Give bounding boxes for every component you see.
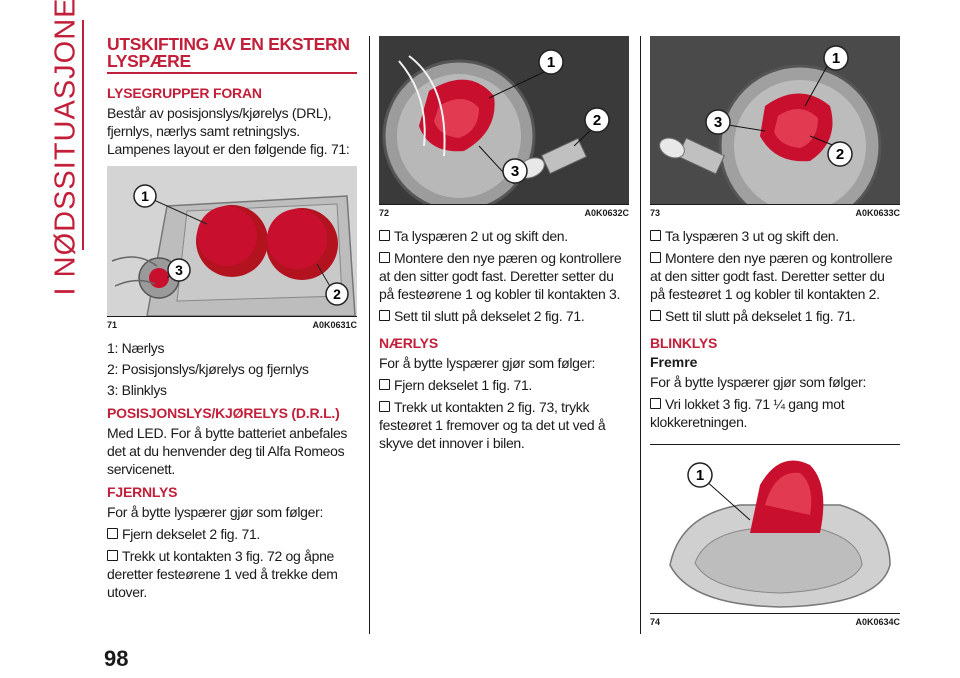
high-beam-bulb-illustration: 1 2 3 bbox=[379, 36, 629, 204]
chapter-title: I NØDSSITUASJONER bbox=[49, 0, 82, 295]
step-item: Fjern dekselet 2 fig. 71. bbox=[107, 525, 357, 543]
svg-text:3: 3 bbox=[714, 114, 722, 131]
paragraph-blinklys-intro: For å bytte lyspærer gjør som følger: bbox=[650, 374, 867, 390]
checkbox-icon bbox=[379, 401, 390, 412]
callout-1: 1 bbox=[538, 49, 564, 75]
step-item: Ta lyspæren 2 ut og skift den. bbox=[379, 227, 629, 245]
checkbox-icon bbox=[650, 252, 661, 263]
step-item: Fjern dekselet 1 fig. 71. bbox=[379, 376, 629, 394]
svg-text:1: 1 bbox=[696, 467, 704, 484]
figure-72: 1 2 3 bbox=[379, 36, 629, 204]
svg-text:3: 3 bbox=[511, 163, 519, 180]
heading-fjernlys: FJERNLYS bbox=[107, 484, 178, 500]
paragraph-naerlys-intro: For å bytte lyspærer gjør som følger: bbox=[379, 355, 596, 371]
svg-text:3: 3 bbox=[175, 262, 183, 278]
h7-bulb-icon bbox=[540, 137, 588, 175]
checkbox-icon bbox=[107, 550, 118, 561]
heading-lysegrupper: LYSEGRUPPER FORAN bbox=[107, 85, 262, 101]
checkbox-icon bbox=[379, 379, 390, 390]
step-item: Montere den nye pæren og kontrollere at … bbox=[650, 250, 893, 302]
step-item: Montere den nye pæren og kontrollere at … bbox=[379, 250, 622, 302]
figure-legend: 1: Nærlys 2: Posisjonslys/kjørelys og fj… bbox=[107, 339, 357, 399]
figure-71: 1 3 2 bbox=[107, 166, 357, 316]
column-divider bbox=[369, 36, 370, 634]
checkbox-icon bbox=[650, 310, 661, 321]
svg-text:1: 1 bbox=[141, 188, 149, 204]
svg-text:2: 2 bbox=[836, 146, 844, 163]
step-item: Sett til slutt på dekselet 2 fig. 71. bbox=[379, 307, 629, 325]
subheading-fremre: Fremre bbox=[650, 354, 698, 370]
callout-2: 2 bbox=[584, 107, 610, 133]
svg-text:2: 2 bbox=[593, 112, 601, 129]
step-item: Trekk ut kontakten 2 fig. 73, trykk fest… bbox=[379, 399, 606, 451]
low-beam-bulb-illustration: 1 2 3 bbox=[650, 36, 900, 204]
callout-1: 1 bbox=[133, 184, 157, 208]
checkbox-icon bbox=[650, 398, 661, 409]
callout-1: 1 bbox=[687, 462, 713, 488]
paragraph-fjernlys-intro: For å bytte lyspærer gjør som følger: bbox=[107, 504, 324, 520]
title-rule bbox=[107, 72, 357, 74]
checkbox-icon bbox=[379, 230, 390, 241]
figure-73: 1 2 3 bbox=[650, 36, 900, 204]
section-title: UTSKIFTING AV EN EKSTERN LYSPÆRE bbox=[107, 34, 350, 71]
callout-3: 3 bbox=[167, 258, 191, 282]
legend-item: 2: Posisjonslys/kjørelys og fjernlys bbox=[107, 361, 309, 377]
headlamp-assembly-illustration: 1 3 2 bbox=[107, 166, 357, 316]
checkbox-icon bbox=[650, 230, 661, 241]
side-rule bbox=[82, 20, 84, 250]
callout-3: 3 bbox=[705, 109, 731, 135]
heading-drl: POSISJONSLYS/KJØRELYS (D.R.L.) bbox=[107, 405, 340, 421]
legend-item: 3: Blinklys bbox=[107, 382, 167, 398]
paragraph-drl: Med LED. For å bytte batteriet anbefales… bbox=[107, 425, 348, 477]
page-number: 98 bbox=[104, 646, 129, 671]
turn-signal-bulb-illustration: 1 bbox=[650, 445, 900, 613]
checkbox-icon bbox=[379, 310, 390, 321]
svg-text:1: 1 bbox=[832, 50, 840, 67]
checkbox-icon bbox=[379, 252, 390, 263]
step-item: Vri lokket 3 fig. 71 ¼ gang mot klokkere… bbox=[650, 396, 845, 430]
step-item: Sett til slutt på dekselet 1 fig. 71. bbox=[650, 307, 900, 325]
svg-text:1: 1 bbox=[547, 54, 555, 71]
step-item: Ta lyspæren 3 ut og skift den. bbox=[650, 227, 900, 245]
column-divider bbox=[640, 36, 641, 634]
heading-naerlys: NÆRLYS bbox=[379, 335, 438, 351]
legend-item: 1: Nærlys bbox=[107, 340, 165, 356]
checkbox-icon bbox=[107, 528, 118, 539]
step-item: Trekk ut kontakten 3 fig. 72 og åpne der… bbox=[107, 548, 338, 600]
chapter-side-tab: I NØDSSITUASJONER bbox=[48, 0, 84, 295]
paragraph-lysegrupper: Består av posisjonslys/kjørelys (DRL), f… bbox=[107, 105, 350, 157]
column-1: UTSKIFTING AV EN EKSTERN LYSPÆRE LYSEGRU… bbox=[107, 34, 357, 605]
svg-text:2: 2 bbox=[333, 286, 341, 302]
callout-2: 2 bbox=[827, 141, 853, 167]
callout-3: 3 bbox=[502, 158, 528, 184]
callout-2: 2 bbox=[325, 282, 349, 306]
figure-74: 1 bbox=[650, 444, 900, 613]
heading-blinklys: BLINKLYS bbox=[650, 335, 718, 351]
callout-1: 1 bbox=[823, 45, 849, 71]
